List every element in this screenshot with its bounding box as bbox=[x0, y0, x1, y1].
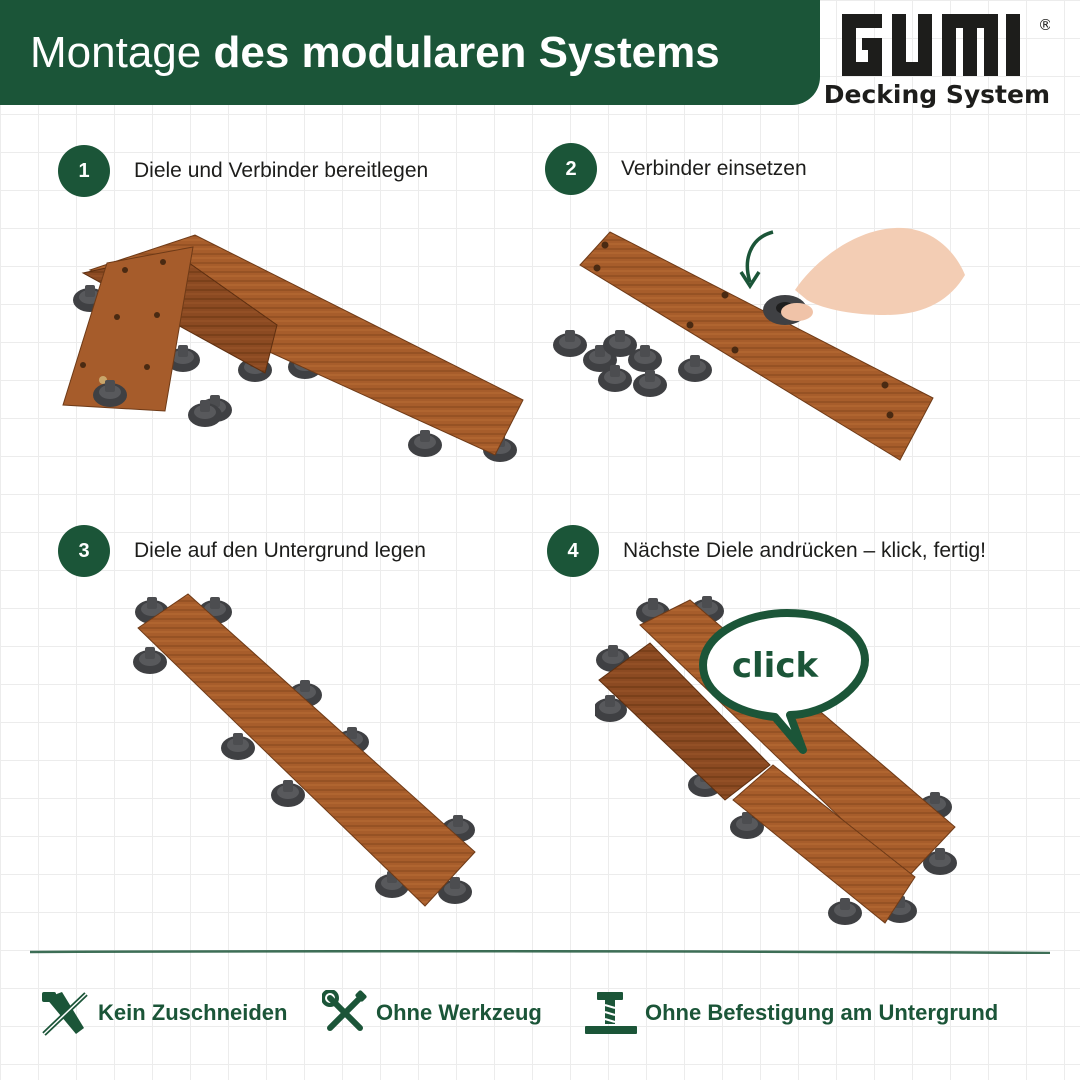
brand-logo: ® Decking System bbox=[824, 12, 1050, 112]
step-text: Nächste Diele andrücken – klick, fertig! bbox=[623, 539, 986, 562]
feature-no-cutting: Kein Zuschneiden bbox=[40, 990, 287, 1036]
step-number: 3 bbox=[58, 525, 110, 577]
illustration-step-2 bbox=[553, 227, 965, 461]
feature-no-tools: Ohne Werkzeug bbox=[322, 990, 542, 1036]
page-title-light: Montage bbox=[30, 27, 202, 77]
step-text: Diele auf den Untergrund legen bbox=[134, 539, 426, 562]
step-number: 2 bbox=[545, 143, 597, 195]
header-banner: Montage des modularen Systems bbox=[0, 0, 820, 105]
page-title-bold: des modularen Systems bbox=[213, 27, 720, 77]
feature-label: Ohne Befestigung am Untergrund bbox=[645, 1000, 999, 1025]
step-text: Verbinder einsetzen bbox=[621, 157, 807, 180]
logo-subtitle: Decking System bbox=[823, 80, 1050, 109]
logo-wordmark: ® bbox=[842, 14, 1050, 76]
step-4: 4 Nächste Diele andrücken – klick, ferti… bbox=[547, 525, 986, 577]
step-2: 2 Verbinder einsetzen bbox=[545, 143, 807, 195]
feature-label: Ohne Werkzeug bbox=[376, 1000, 542, 1025]
no-saw-icon bbox=[42, 992, 88, 1036]
page-title: Montage des modularen Systems bbox=[30, 28, 720, 78]
illustration-step-4: click bbox=[595, 596, 957, 925]
no-screw-icon bbox=[585, 992, 637, 1034]
feature-no-fastening: Ohne Befestigung am Untergrund bbox=[585, 990, 998, 1036]
divider-line bbox=[30, 950, 1050, 954]
step-number: 4 bbox=[547, 525, 599, 577]
illustration-step-1 bbox=[62, 234, 524, 462]
click-bubble-text: click bbox=[732, 646, 820, 686]
step-3: 3 Diele auf den Untergrund legen bbox=[58, 525, 426, 577]
feature-label: Kein Zuschneiden bbox=[98, 1000, 288, 1025]
illustration-step-3 bbox=[133, 593, 476, 907]
no-tools-icon bbox=[322, 990, 367, 1031]
step-text: Diele und Verbinder bereitlegen bbox=[134, 159, 429, 182]
registered-mark: ® bbox=[1038, 16, 1050, 34]
step-1: 1 Diele und Verbinder bereitlegen bbox=[58, 145, 428, 197]
step-number: 1 bbox=[58, 145, 110, 197]
